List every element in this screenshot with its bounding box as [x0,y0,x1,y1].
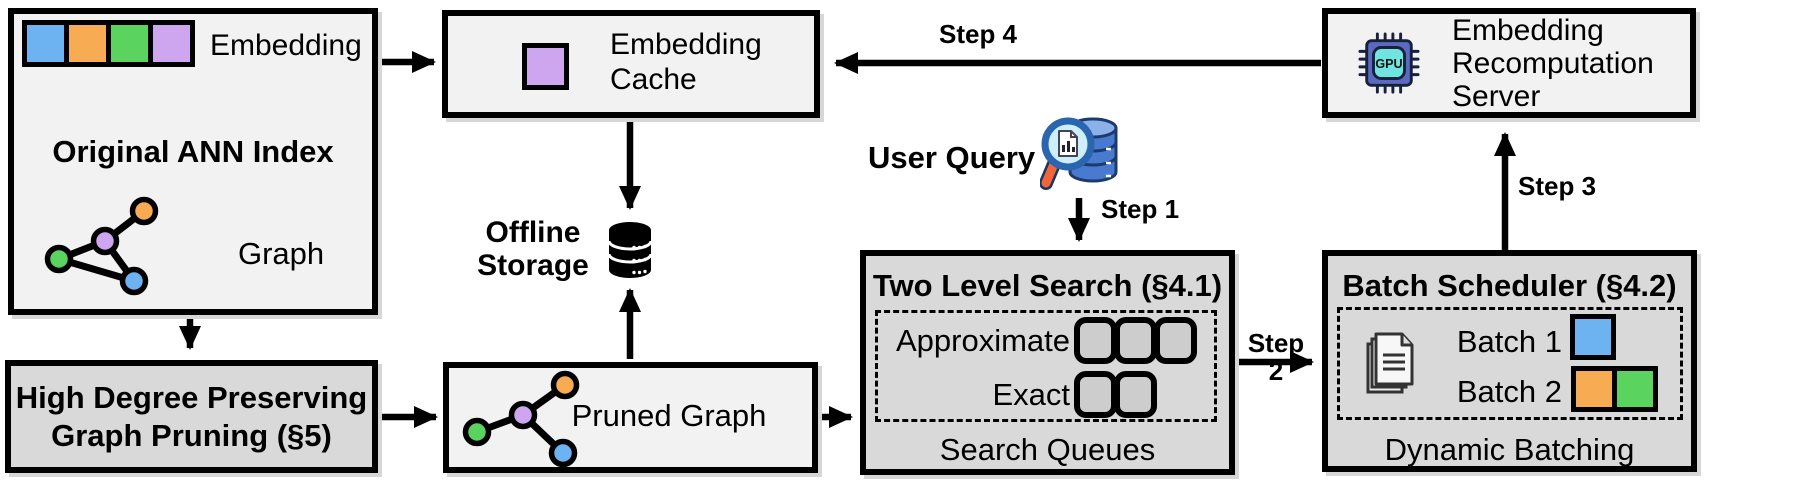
embedding-label: Embedding [210,29,362,62]
user-query-label: User Query [868,140,1036,175]
embedding-cell-blue [22,20,69,67]
pruned-graph-box: Pruned Graph [443,362,818,473]
step1-label: Step 1 [1101,194,1180,224]
two-level-search-box: Two Level Search (§4.1) Approximate Exac… [860,250,1235,475]
batch1-label: Batch 1 [1456,324,1562,359]
embedding-vector-icon [22,20,195,67]
queue-slot [1074,371,1117,418]
batch-scheduler-box: Batch Scheduler (§4.2) Batch 1 Batch 2 D… [1322,250,1697,472]
step2-label: Step 2 [1247,328,1305,386]
queue-slot [1154,317,1197,364]
gpu-chip-icon: GPU [1358,32,1420,94]
graph-icon [44,196,159,296]
embedding-cell-orange [64,20,111,67]
approximate-label: Approximate [895,323,1070,358]
embedding-cell-green [106,20,153,67]
search-queues-footer: Search Queues [939,432,1156,467]
magnifier-database-icon [1040,117,1118,190]
graph-pruning-box: High Degree Preserving Graph Pruning (§5… [5,360,378,473]
dynamic-batching-panel: Batch 1 Batch 2 [1337,307,1683,420]
queue-slot [1074,317,1117,364]
embedding-cell-purple [148,20,195,67]
queue-slot [1114,317,1157,364]
database-icon [607,222,653,278]
search-queues-panel: Approximate Exact [875,310,1217,422]
original-ann-index-box: Embedding Original ANN Index Graph [8,8,378,315]
graph-label: Graph [238,236,325,271]
cached-embedding-icon [522,43,569,90]
step3-label: Step 3 [1518,171,1597,201]
two-level-search-title: Two Level Search (§4.1) [872,268,1223,303]
recomputation-server-label: Embedding Recomputation Server [1452,14,1654,113]
embedding-cache-label: Embedding Cache [610,28,762,96]
batch2-item-green [1612,366,1658,412]
batch1-item-blue [1570,314,1616,360]
exact-label: Exact [992,377,1070,412]
ann-index-title: Original ANN Index [52,134,334,169]
approximate-queues [1074,317,1197,364]
batch2-label: Batch 2 [1456,374,1562,409]
batch2-items [1571,366,1658,412]
batch2-item-orange [1571,366,1617,412]
gpu-label: GPU [1375,57,1402,71]
queue-slot [1114,371,1157,418]
recomputation-server-box: GPU Embedding Recomputation Server [1322,8,1696,118]
graph-pruning-title: High Degree Preserving Graph Pruning (§5… [15,379,368,453]
exact-queues [1074,371,1157,418]
embedding-cache-box: Embedding Cache [442,10,820,118]
step4-label: Step 4 [938,19,1018,49]
dynamic-batching-footer: Dynamic Batching [1384,432,1635,467]
pruned-graph-label: Pruned Graph [571,398,767,433]
offline-storage-label: Offline Storage [477,216,589,282]
documents-icon [1366,332,1414,394]
batch-scheduler-title: Batch Scheduler (§4.2) [1342,268,1677,303]
pruned-graph-icon [462,370,580,467]
